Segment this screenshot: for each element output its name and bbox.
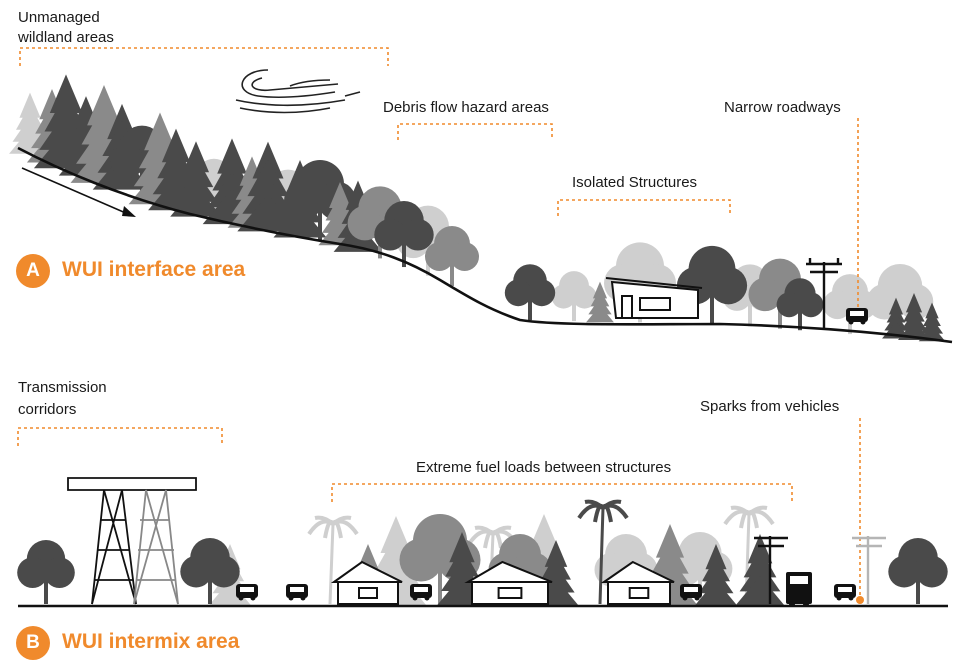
- spark-icon: [856, 596, 864, 604]
- broadleaf-tree-icon: [551, 271, 597, 322]
- conifer-tree-icon: [735, 534, 785, 606]
- section-b-badge: B: [16, 626, 50, 660]
- conifer-tree-icon: [695, 544, 737, 606]
- car-icon: [846, 308, 868, 325]
- car-icon: [236, 584, 258, 601]
- vehicles: [236, 308, 868, 601]
- house-icon: [330, 560, 403, 605]
- isolated-house-icon: [605, 277, 703, 319]
- broadleaf-tree-icon: [676, 245, 748, 324]
- houses-row: [330, 560, 675, 605]
- section-a-title: WUI interface area: [62, 258, 246, 281]
- slope-arrow-icon: [21, 167, 136, 217]
- wind-icon: [235, 69, 361, 114]
- conifer-tree-icon: [170, 141, 222, 217]
- palm-tree-icon: [307, 515, 359, 605]
- label-fuel-loads: Extreme fuel loads between structures: [416, 459, 672, 476]
- bracket-debris: [397, 123, 553, 140]
- broadleaf-tree-icon: [776, 278, 824, 331]
- label-sparks: Sparks from vehicles: [700, 398, 840, 415]
- bracket-fuel-loads: [331, 483, 793, 502]
- utility-pole-icon: [806, 258, 842, 330]
- label-transmission-line1: Transmission: [18, 379, 107, 396]
- car-icon: [410, 584, 432, 601]
- label-isolated: Isolated Structures: [572, 174, 698, 191]
- broadleaf-tree-icon: [180, 538, 240, 604]
- label-unmanaged-line1: Unmanaged: [18, 9, 100, 26]
- conifer-tree-icon: [237, 141, 299, 232]
- broadleaf-tree-icon: [374, 201, 434, 268]
- house-icon: [464, 560, 553, 605]
- bracket-transmission: [17, 427, 223, 446]
- utility-pole-icon: [852, 536, 886, 604]
- section-b-title: WUI intermix area: [62, 630, 240, 653]
- hillside-ground: [17, 146, 953, 344]
- transmission-tower-icon: [133, 489, 179, 605]
- truck-icon: [786, 572, 812, 607]
- broadleaf-tree-icon: [504, 264, 556, 321]
- bracket-guides: [17, 47, 861, 596]
- label-narrow-roads: Narrow roadways: [724, 99, 841, 116]
- conifer-tree-icon: [586, 281, 614, 323]
- utility-pole-icon: [754, 536, 788, 604]
- broadleaf-tree-icon: [888, 538, 948, 604]
- car-icon: [834, 584, 856, 601]
- car-icon: [680, 584, 702, 601]
- broadleaf-tree-icon: [17, 540, 75, 604]
- foreground-trees: [17, 74, 948, 606]
- label-transmission-line2: corridors: [18, 401, 77, 418]
- bracket-isolated: [557, 199, 731, 216]
- palm-tree-icon: [577, 499, 629, 605]
- broadleaf-tree-icon: [425, 226, 479, 286]
- transmission-tower-icon: [67, 477, 197, 605]
- bracket-unmanaged: [19, 47, 389, 66]
- car-icon: [286, 584, 308, 601]
- house-icon: [600, 560, 675, 605]
- label-unmanaged-line2: wildland areas: [18, 29, 114, 46]
- section-a-badge: A: [16, 254, 50, 288]
- label-debris: Debris flow hazard areas: [383, 99, 549, 116]
